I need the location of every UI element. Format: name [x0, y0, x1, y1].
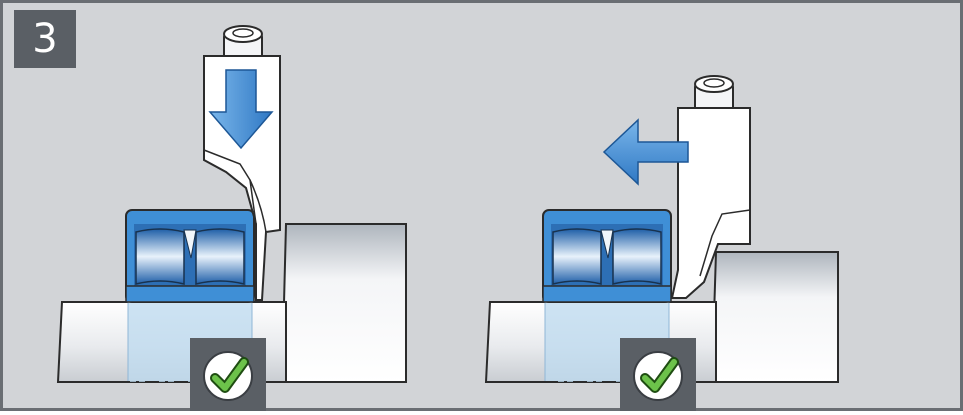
arrow-left-icon — [602, 118, 689, 186]
checkmark-icon — [212, 359, 247, 391]
mounting-tool — [670, 75, 751, 299]
panel-left — [56, 25, 407, 411]
checkmark-badge — [620, 338, 696, 411]
roller — [612, 228, 662, 285]
roller — [552, 228, 602, 285]
checkmark-icon — [642, 359, 677, 391]
panel-right — [484, 75, 839, 411]
step-number-badge: 3 — [14, 10, 76, 68]
spherical-roller-bearing — [542, 209, 672, 303]
checkmark-badge — [190, 338, 266, 411]
arrow-down-icon — [208, 69, 274, 150]
shaft-shoulder — [280, 223, 407, 383]
spherical-roller-bearing — [125, 209, 255, 303]
roller — [135, 228, 185, 285]
roller — [195, 228, 245, 285]
shaft-shoulder — [710, 251, 839, 383]
